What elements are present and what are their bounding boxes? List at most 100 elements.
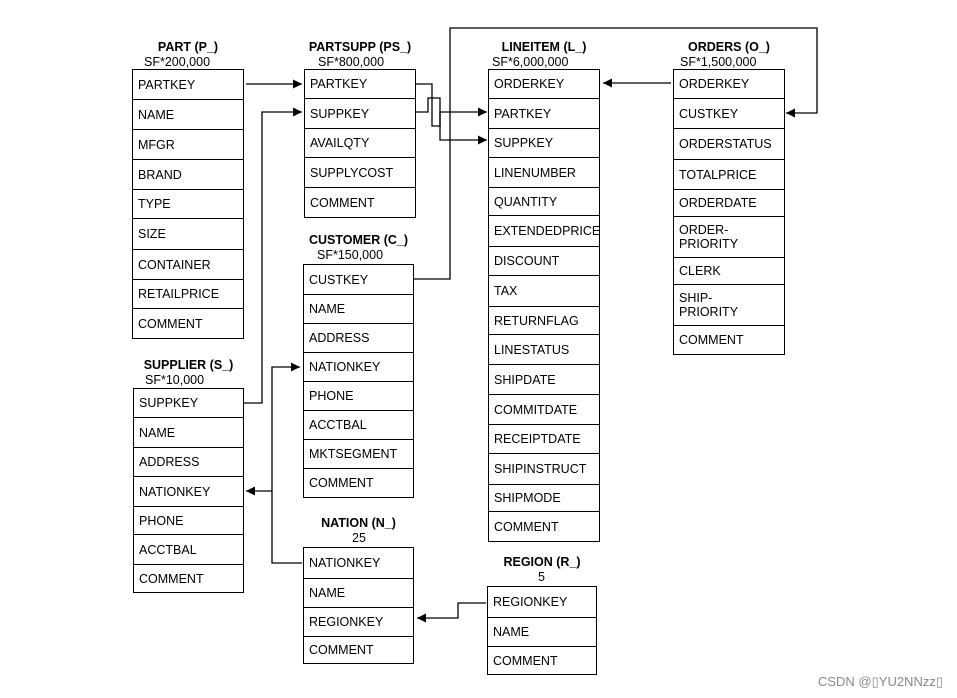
column-row: PHONE (134, 506, 243, 534)
table-cardinality: SF*150,000 (317, 248, 384, 262)
column-name: CUSTKEY (679, 106, 739, 121)
column-name: BRAND (138, 167, 182, 182)
column-name: ORDER- PRIORITY (679, 223, 739, 251)
column-name: ACCTBAL (139, 542, 197, 557)
column-name: NAME (138, 107, 175, 122)
column-name: COMMENT (493, 653, 558, 668)
column-row: NAME (488, 617, 596, 646)
column-row: MKTSEGMENT (304, 439, 413, 468)
column-row: DISCOUNT (489, 246, 599, 275)
column-row: TOTALPRICE (674, 159, 784, 189)
column-name: ADDRESS (139, 455, 200, 469)
column-name: SUPPLYCOST (310, 165, 394, 180)
column-name: COMMENT (309, 643, 374, 657)
column-name: NATIONKEY (309, 556, 381, 570)
table-title: LINEITEM (L_) (501, 40, 587, 54)
column-name: ORDERDATE (679, 196, 757, 210)
column-row: NATIONKEY (304, 352, 413, 381)
column-row: ORDERKEY (674, 69, 784, 98)
table-cardinality: SF*200,000 (144, 55, 211, 69)
column-name: ORDERSTATUS (679, 137, 772, 151)
column-name: EXTENDEDPRICE (494, 224, 599, 238)
column-row: ADDRESS (304, 323, 413, 352)
column-row: COMMENT (133, 308, 243, 339)
column-name: NAME (309, 586, 346, 600)
column-name: SHIPMODE (494, 491, 561, 505)
column-name: RETAILPRICE (138, 287, 220, 301)
link-partsupp-lineitem-partkey (416, 83, 487, 127)
table-title: ORDERS (O_) (688, 40, 770, 54)
column-row: RECEIPTDATE (489, 424, 599, 453)
column-name: TYPE (138, 197, 171, 211)
column-name: COMMENT (139, 571, 204, 586)
column-list: ORDERKEY CUSTKEY ORDERSTATUS TOTALPRICE ORDE… (673, 69, 785, 355)
column-name: MFGR (138, 137, 175, 152)
column-name: CONTAINER (138, 257, 211, 272)
column-name: COMMENT (309, 476, 374, 490)
link-supplier-partsupp (244, 107, 302, 404)
column-row: COMMENT (674, 325, 784, 355)
link-partsupp-lineitem-suppkey (416, 97, 487, 145)
column-row: NATIONKEY (134, 476, 243, 506)
column-name: CUSTKEY (309, 272, 369, 287)
column-name: RECEIPTDATE (494, 432, 581, 446)
column-list: REGIONKEY NAME COMMENT (487, 586, 597, 675)
column-list: PARTKEY SUPPKEY AVAILQTY SUPPLYCOST COMMENT (304, 69, 416, 218)
column-name: SHIPDATE (494, 372, 556, 387)
table-title: SUPPLIER (S_) (143, 358, 234, 372)
column-row: COMMENT (304, 636, 413, 664)
column-row: CLERK (674, 257, 784, 284)
column-name: NAME (309, 302, 346, 316)
column-row: SUPPKEY (134, 388, 243, 417)
column-name: CLERK (679, 264, 721, 278)
column-name: SHIPINSTRUCT (494, 462, 587, 476)
table-cardinality: 25 (352, 531, 366, 545)
table-cardinality: SF*6,000,000 (492, 55, 569, 69)
link-nation-customer (271, 362, 302, 564)
column-row: AVAILQTY (305, 128, 415, 157)
column-name: ORDERKEY (679, 77, 750, 91)
column-name: COMMENT (138, 316, 203, 331)
column-row: LINESTATUS (489, 334, 599, 364)
column-row: ORDERDATE (674, 189, 784, 216)
table-cardinality: SF*10,000 (145, 373, 205, 387)
column-row: PARTKEY (305, 69, 415, 98)
column-name: PARTKEY (310, 77, 368, 91)
column-row: PARTKEY (133, 69, 243, 99)
column-name: NAME (493, 625, 530, 639)
column-row: CONTAINER (133, 249, 243, 279)
column-row: ACCTBAL (134, 534, 243, 564)
column-row: EXTENDEDPRICE (489, 215, 599, 246)
column-row: QUANTITY (489, 187, 599, 215)
column-name: PHONE (139, 513, 184, 528)
column-row: ORDER- PRIORITY (674, 216, 784, 257)
column-row: SHIPMODE (489, 484, 599, 511)
column-name: AVAILQTY (310, 136, 370, 150)
column-name: MKTSEGMENT (309, 447, 398, 461)
column-name: SHIP- PRIORITY (679, 291, 739, 319)
column-row: SHIP- PRIORITY (674, 284, 784, 325)
table-cardinality: 5 (538, 570, 545, 584)
table-cardinality: SF*800,000 (318, 55, 385, 69)
column-row: SUPPKEY (489, 128, 599, 157)
column-row: REGIONKEY (488, 586, 596, 617)
column-name: LINENUMBER (494, 165, 576, 180)
column-row: CUSTKEY (674, 98, 784, 128)
column-row: COMMENT (489, 511, 599, 542)
table-title: PART (P_) (157, 40, 219, 54)
column-row: COMMENT (134, 564, 243, 593)
table-title: CUSTOMER (C_) (308, 233, 409, 247)
column-row: COMMENT (305, 187, 415, 218)
column-name: NATIONKEY (139, 484, 211, 499)
column-row: SUPPKEY (305, 98, 415, 128)
column-row: NATIONKEY (304, 547, 413, 578)
column-name: QUANTITY (494, 194, 558, 209)
column-name: ACCTBAL (309, 418, 367, 432)
column-name: DISCOUNT (494, 254, 560, 268)
column-name: LINESTATUS (494, 342, 570, 357)
